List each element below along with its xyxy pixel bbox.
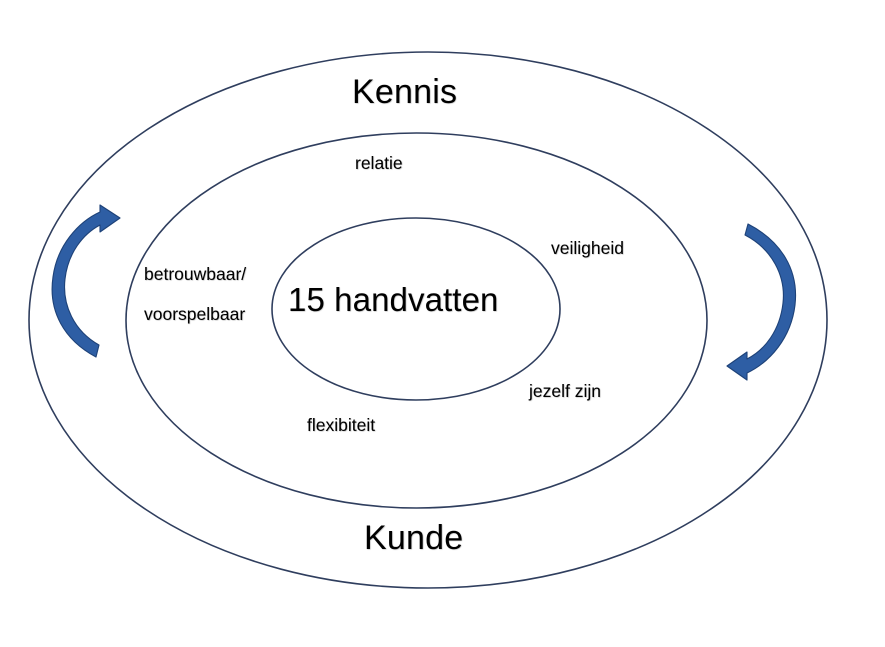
label-veiligheid: veiligheid (551, 238, 624, 258)
label-betrouwbaar-voorspelbaar: betrouwbaar/ voorspelbaar (144, 264, 246, 325)
curved-arrow-down-icon (726, 223, 797, 381)
label-jezelf-zijn: jezelf zijn (529, 381, 601, 401)
label-kennis: Kennis (352, 73, 458, 111)
label-center-handvatten: 15 handvatten (288, 281, 499, 318)
label-relatie: relatie (355, 153, 403, 173)
label-betrouwbaar: betrouwbaar/ (144, 264, 247, 284)
label-voorspelbaar: voorspelbaar (144, 304, 246, 324)
inner-ellipse-handvatten (271, 217, 561, 401)
label-kunde: Kunde (364, 519, 464, 557)
label-flexibiteit: flexibiteit (307, 415, 376, 435)
curved-arrow-up-icon (51, 204, 121, 358)
